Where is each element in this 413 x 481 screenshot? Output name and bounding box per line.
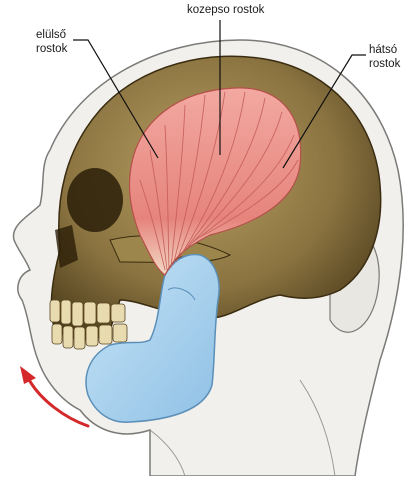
label-front-line2: rostok — [36, 42, 67, 56]
label-front-fibers: elülső rostok — [36, 28, 67, 56]
label-back-fibers: hátsó rostok — [369, 43, 400, 71]
eye-socket — [67, 168, 123, 232]
label-middle-fibers: kozepso rostok — [187, 3, 264, 17]
label-back-line2: rostok — [369, 57, 400, 71]
arrowhead — [20, 366, 36, 384]
upper-teeth — [50, 300, 125, 326]
label-back-line1: hátsó — [369, 43, 400, 57]
label-front-line1: elülső — [36, 28, 67, 42]
label-middle-text: kozepso rostok — [187, 3, 264, 17]
